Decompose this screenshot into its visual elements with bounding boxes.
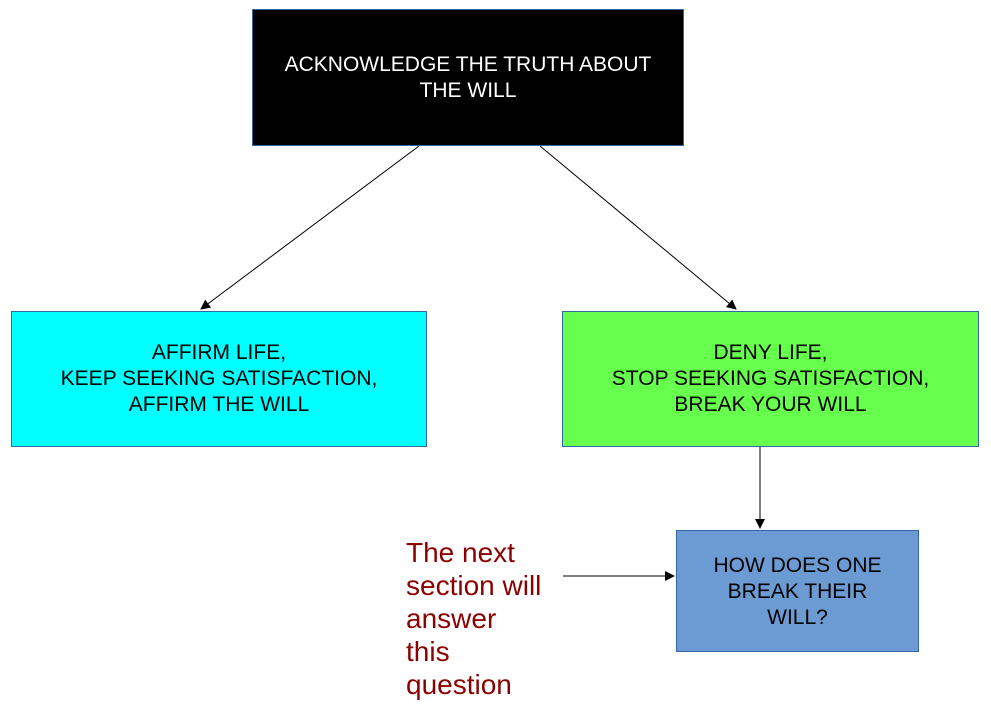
node-break-will-question: HOW DOES ONE BREAK THEIR WILL? <box>676 530 919 652</box>
edge-root-to-deny <box>539 145 737 310</box>
node-affirm-life: AFFIRM LIFE, KEEP SEEKING SATISFACTION, … <box>11 311 427 447</box>
node-acknowledge-truth: ACKNOWLEDGE THE TRUTH ABOUT THE WILL <box>252 9 684 146</box>
node-acknowledge-truth-label: ACKNOWLEDGE THE TRUTH ABOUT THE WILL <box>284 52 652 102</box>
node-break-will-question-label: HOW DOES ONE BREAK THEIR WILL? <box>713 554 882 629</box>
edge-root-to-affirm <box>200 145 420 310</box>
node-deny-life-label: DENY LIFE, STOP SEEKING SATISFACTION, BR… <box>611 341 930 416</box>
node-affirm-life-label: AFFIRM LIFE, KEEP SEEKING SATISFACTION, … <box>60 341 378 416</box>
annotation-note: The next section will answer this questi… <box>406 537 542 700</box>
node-deny-life: DENY LIFE, STOP SEEKING SATISFACTION, BR… <box>562 311 979 447</box>
